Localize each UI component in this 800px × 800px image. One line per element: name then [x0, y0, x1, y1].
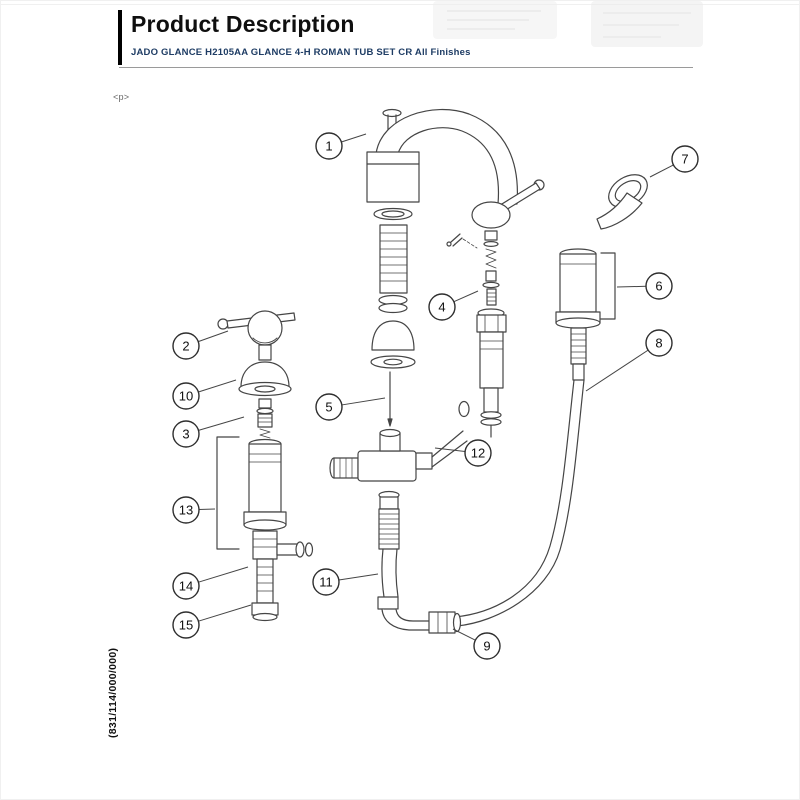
bracket-6 — [600, 252, 616, 320]
svg-text:10: 10 — [179, 389, 193, 404]
diagram-drawing — [216, 108, 648, 634]
part-tee-fitting — [329, 428, 468, 482]
page-title: Product Description — [131, 11, 355, 37]
part-left-handle — [217, 310, 296, 361]
callout-2: 2 — [172, 330, 229, 360]
svg-text:1: 1 — [325, 139, 332, 154]
callout-1: 1 — [315, 132, 367, 160]
part-set-screw — [446, 233, 478, 249]
callout-8: 8 — [585, 329, 673, 392]
part-left-lower-shank — [251, 530, 314, 622]
callout-10: 10 — [172, 379, 237, 410]
part-elbow-fitting — [381, 608, 462, 634]
page-edge-line — [1, 4, 799, 5]
svg-text:7: 7 — [681, 152, 688, 167]
part-spout-shank — [370, 207, 416, 369]
svg-text:13: 13 — [179, 503, 193, 518]
callout-9: 9 — [452, 628, 501, 660]
svg-text:11: 11 — [319, 575, 333, 590]
part-right-valve-body — [458, 308, 507, 438]
callout-7: 7 — [649, 145, 699, 178]
svg-text:5: 5 — [325, 400, 332, 415]
svg-text:9: 9 — [483, 639, 490, 654]
part-right-handle — [471, 179, 545, 229]
part-left-valve-body — [243, 438, 287, 531]
footer-part-code: (831/114/000/000) — [107, 647, 119, 738]
svg-text:12: 12 — [471, 446, 485, 461]
part-handshower-head — [596, 174, 648, 230]
bracket-13 — [216, 436, 240, 550]
callout-13: 13 — [172, 496, 216, 524]
title-accent-bar — [118, 10, 122, 65]
part-handshower-hose — [454, 379, 585, 627]
callout-3: 3 — [172, 416, 245, 448]
callout-6: 6 — [616, 272, 673, 300]
svg-text:4: 4 — [438, 300, 445, 315]
part-lift-rod — [387, 371, 393, 427]
callout-11: 11 — [312, 568, 379, 596]
product-code-subtitle: JADO GLANCE H2105AA GLANCE 4-H ROMAN TUB… — [131, 47, 471, 58]
svg-text:3: 3 — [182, 427, 189, 442]
part-supply-hose — [377, 490, 400, 610]
ghost-artifact — [433, 1, 703, 47]
callout-5: 5 — [315, 393, 386, 421]
callout-14: 14 — [172, 566, 249, 600]
svg-text:14: 14 — [179, 579, 193, 594]
header-divider — [119, 67, 693, 68]
part-cartridge-right — [482, 230, 500, 306]
svg-text:2: 2 — [182, 339, 189, 354]
part-shower-shank — [570, 327, 587, 381]
callout-15: 15 — [172, 604, 252, 639]
part-escutcheon — [238, 361, 292, 397]
paragraph-marker-text: <p> — [113, 93, 130, 103]
part-shower-base — [555, 248, 601, 329]
part-spout — [366, 108, 519, 205]
svg-text:15: 15 — [179, 618, 193, 633]
callout-12: 12 — [434, 439, 492, 467]
svg-text:6: 6 — [655, 279, 662, 294]
callout-4: 4 — [428, 290, 479, 321]
part-cartridge-left — [256, 398, 274, 439]
svg-text:8: 8 — [655, 336, 662, 351]
